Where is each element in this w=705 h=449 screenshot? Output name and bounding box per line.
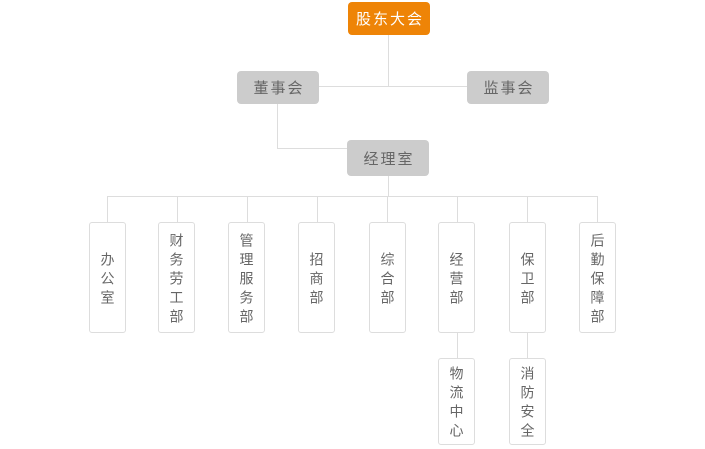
- connector-line: [388, 176, 389, 196]
- connector-line: [247, 196, 248, 222]
- connector-line: [388, 35, 389, 86]
- connector-line: [527, 333, 528, 358]
- node-management-service-dept: 管理服务部: [228, 222, 265, 333]
- connector-line: [527, 196, 528, 222]
- connector-line: [277, 148, 347, 149]
- connector-line: [177, 196, 178, 222]
- node-board-of-directors: 董事会: [237, 71, 319, 104]
- node-general-office: 办公室: [89, 222, 126, 333]
- connector-line: [457, 333, 458, 358]
- connector-line: [457, 196, 458, 222]
- node-logistics-support-dept: 后勤保障部: [579, 222, 616, 333]
- connector-line: [277, 104, 278, 149]
- connector-line: [107, 196, 598, 197]
- node-finance-labor-dept: 财务劳工部: [158, 222, 195, 333]
- connector-line: [597, 196, 598, 222]
- node-general-affairs-dept: 综合部: [369, 222, 406, 333]
- connector-line: [317, 196, 318, 222]
- node-investment-promotion-dept: 招商部: [298, 222, 335, 333]
- connector-line: [318, 86, 467, 87]
- connector-line: [107, 196, 108, 222]
- node-security-dept: 保卫部: [509, 222, 546, 333]
- node-operations-dept: 经营部: [438, 222, 475, 333]
- node-supervisory-board: 监事会: [467, 71, 549, 104]
- node-manager-office: 经理室: [347, 140, 429, 176]
- node-shareholders-meeting: 股东大会: [348, 2, 430, 35]
- connector-line: [387, 196, 388, 222]
- node-fire-safety: 消防安全: [509, 358, 546, 445]
- node-logistics-center: 物流中心: [438, 358, 475, 445]
